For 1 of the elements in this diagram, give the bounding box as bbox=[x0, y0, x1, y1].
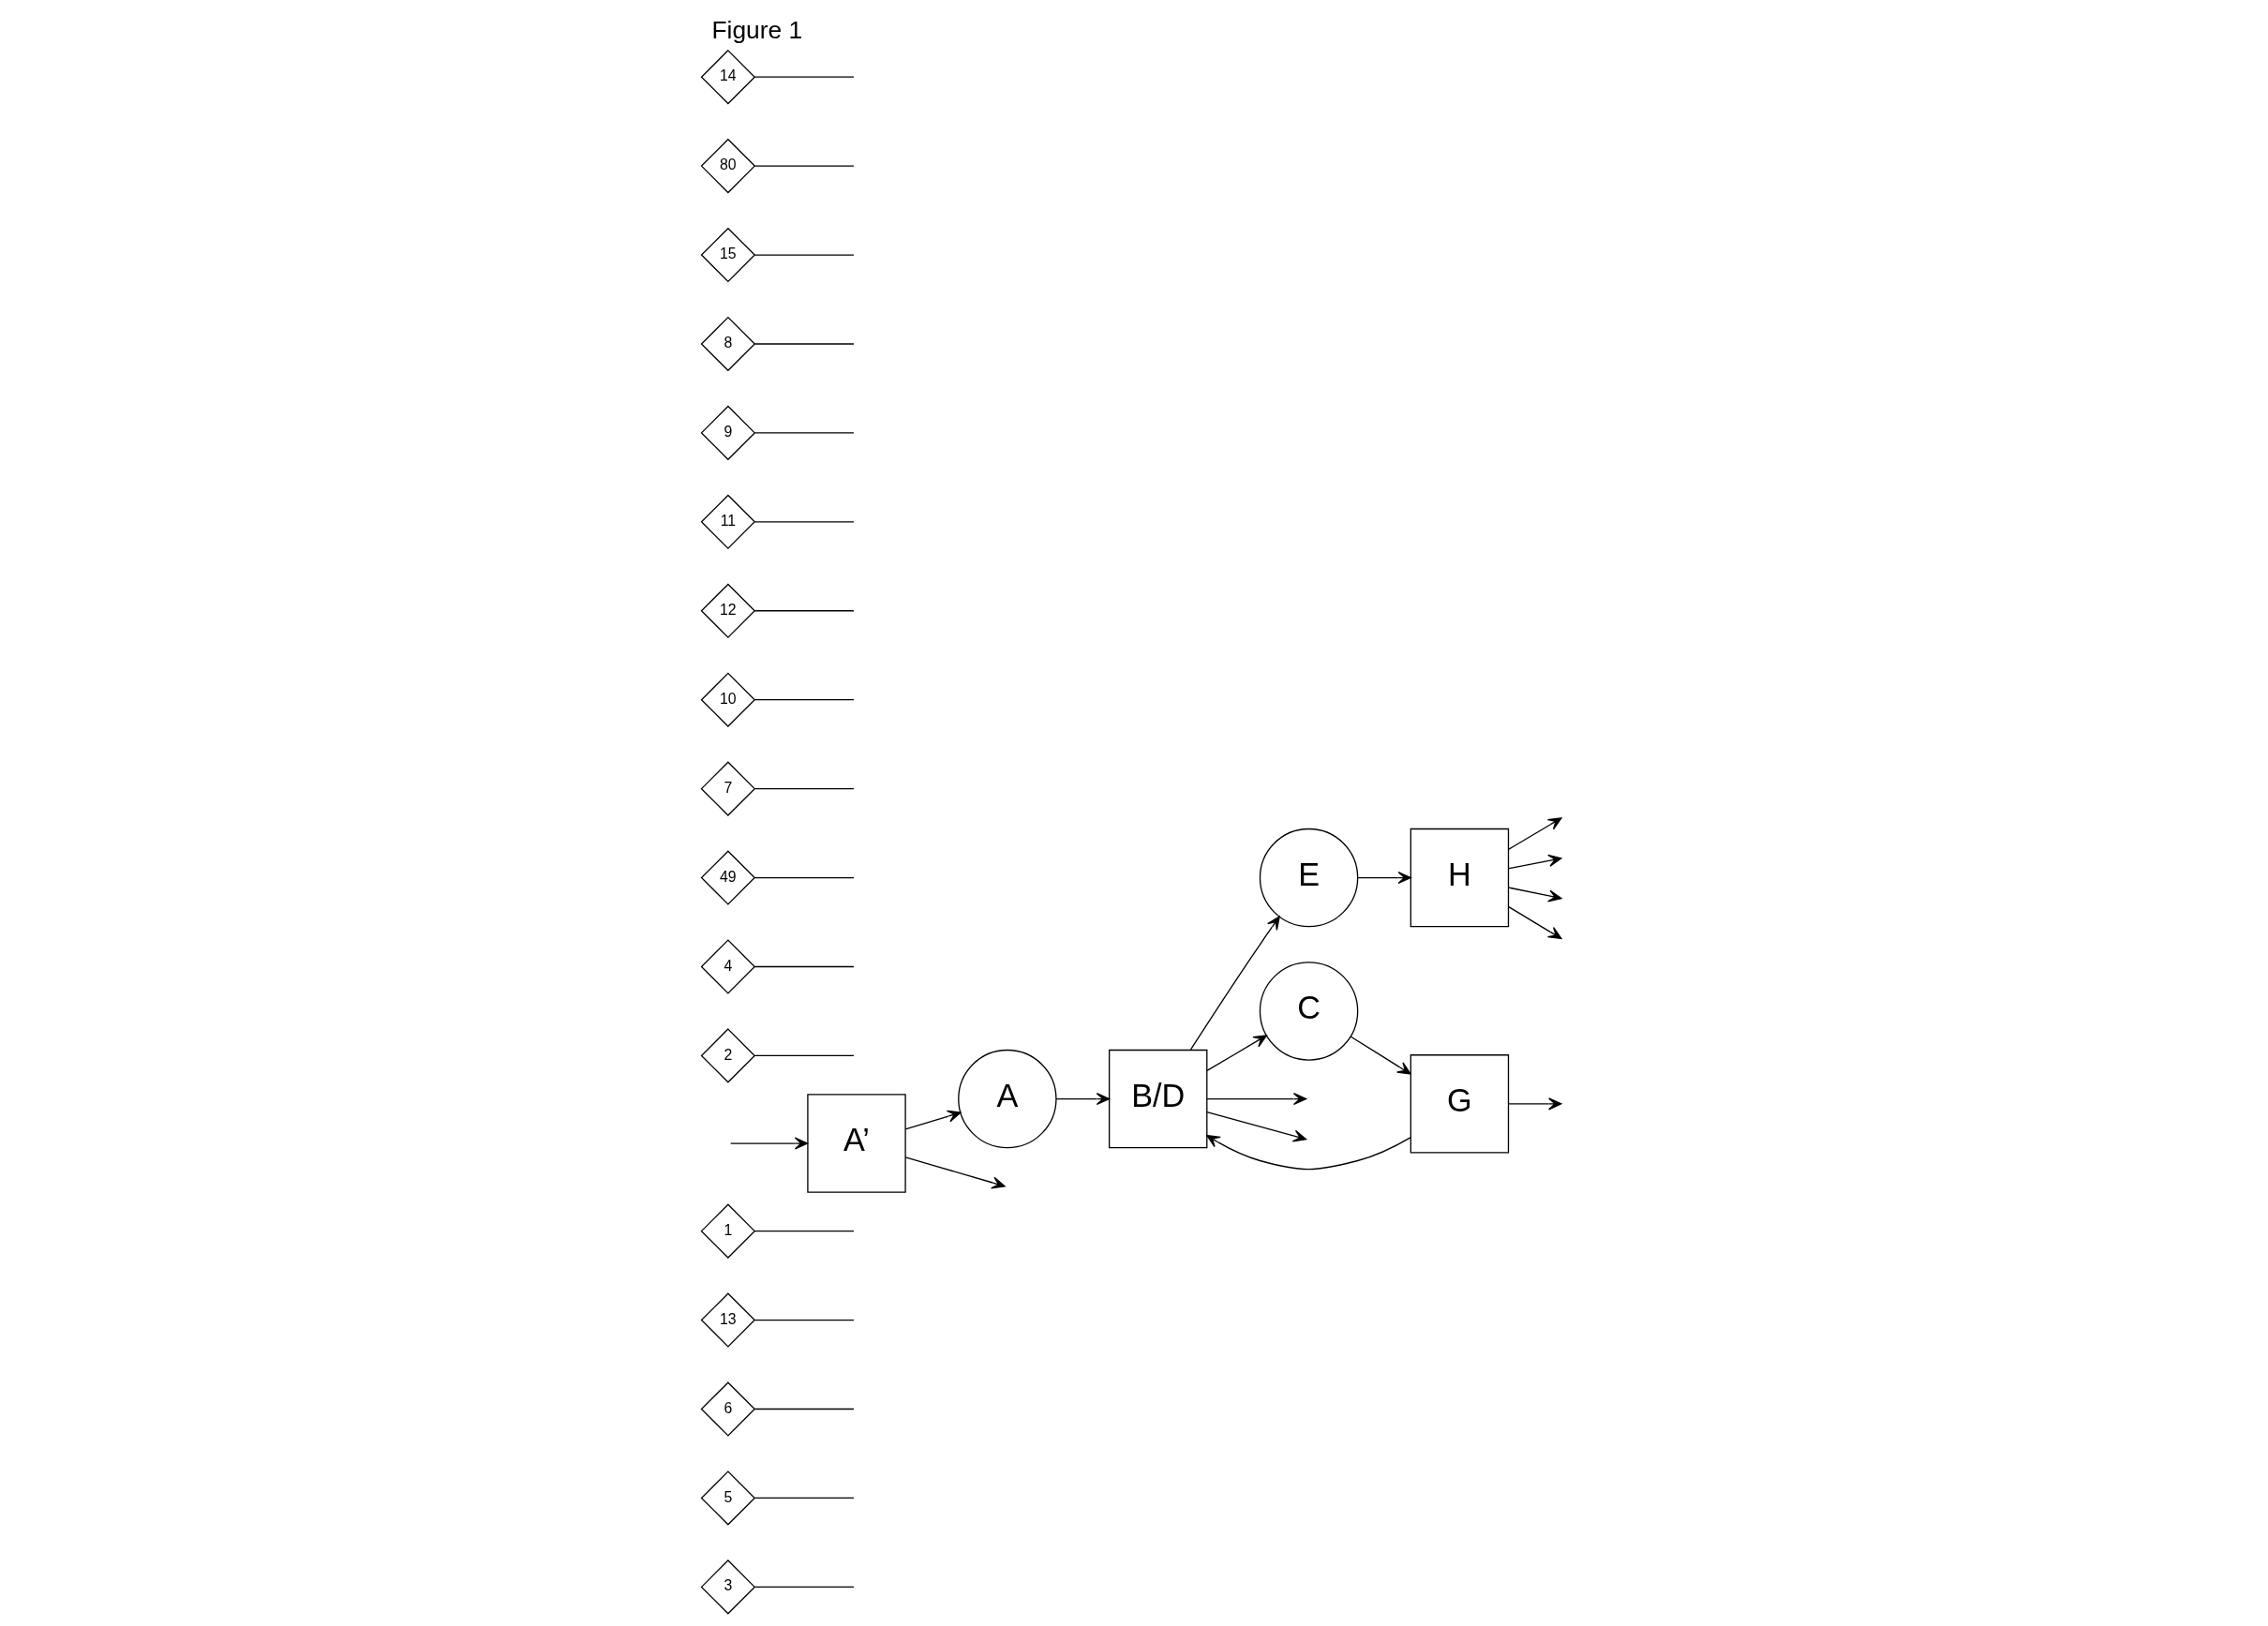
diagram-title: Figure 1 bbox=[711, 15, 803, 44]
